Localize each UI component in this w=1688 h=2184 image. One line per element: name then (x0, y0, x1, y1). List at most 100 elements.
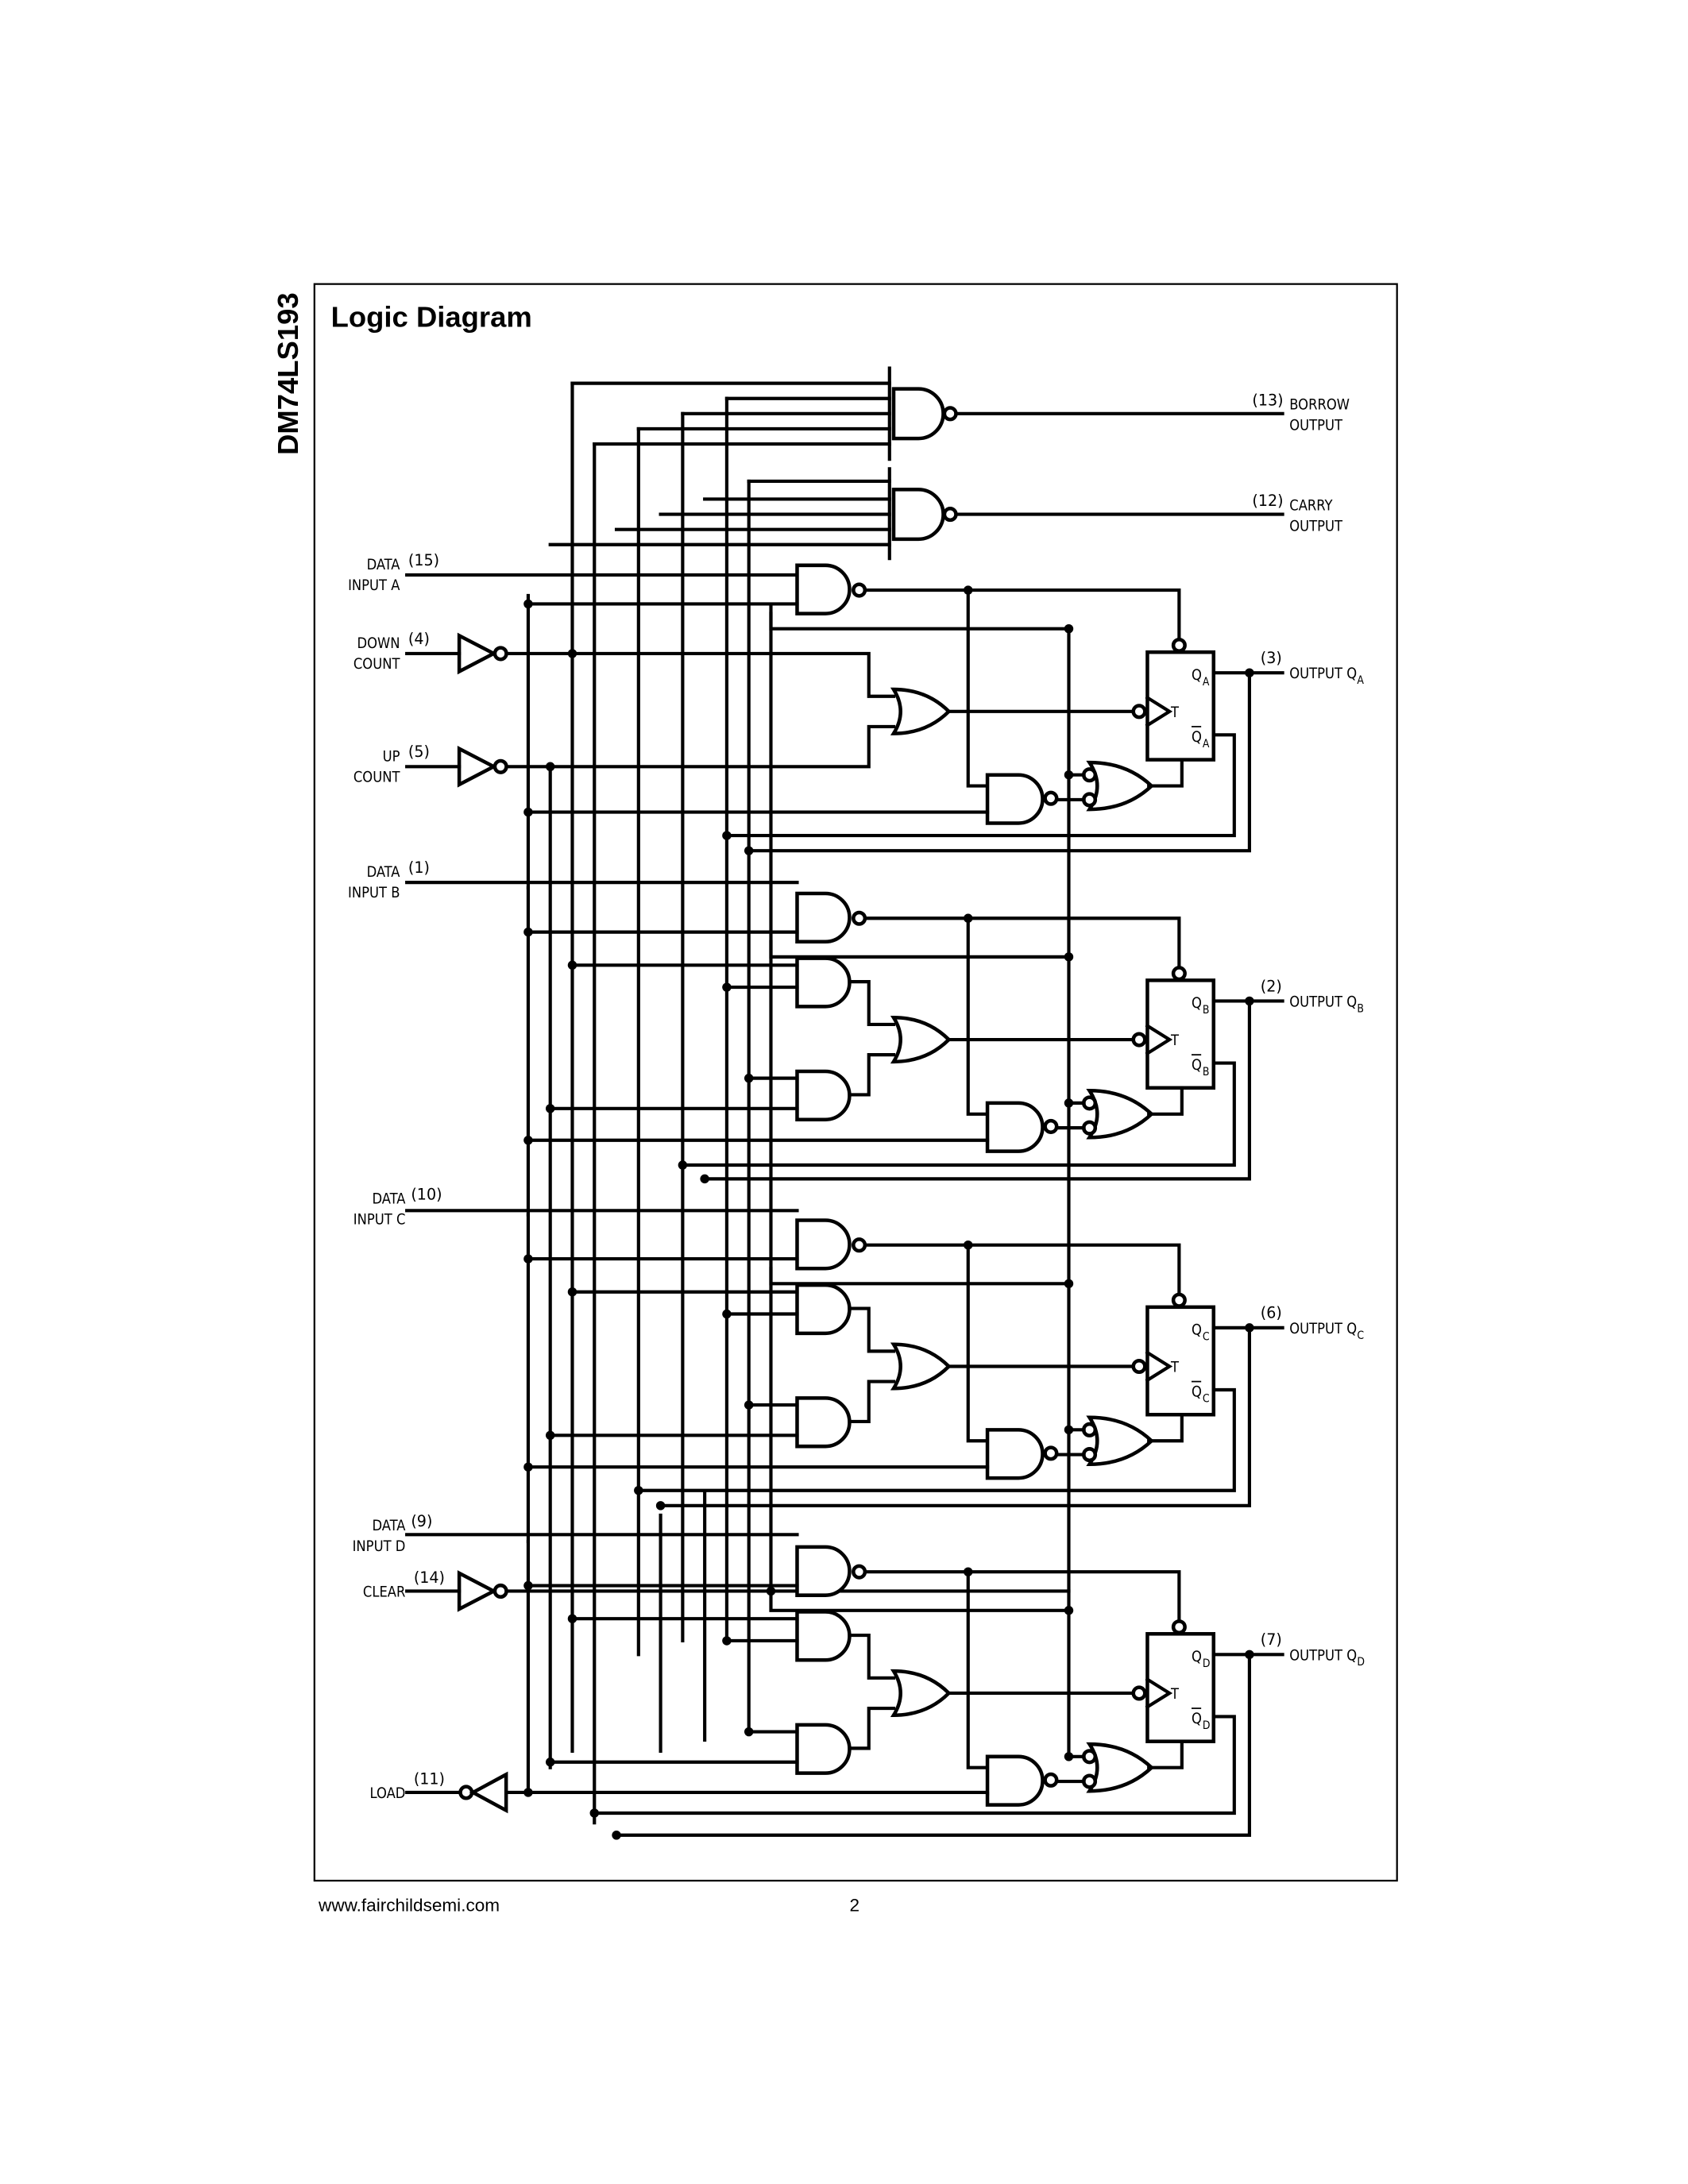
wire (703, 999, 1252, 1181)
junction-dot (523, 927, 533, 937)
junction-dot (722, 831, 732, 840)
input-label: INPUT D (353, 1538, 406, 1555)
wire (966, 1243, 990, 1443)
junction-dot (567, 1614, 577, 1623)
output-label: OUTPUT (1289, 518, 1343, 534)
junction-dot (545, 1758, 555, 1767)
inversion-bubble (942, 507, 958, 523)
output-pin-number: (13) (1252, 391, 1283, 409)
clock-triangle (1145, 695, 1173, 728)
inversion-bubble (1043, 790, 1059, 806)
output-label: OUTPUT Q (1289, 1647, 1357, 1664)
input-pin-number: (1) (408, 859, 430, 877)
clock-or-gate (890, 1015, 952, 1064)
output-pin-number: (2) (1261, 977, 1282, 995)
wire (769, 1593, 1071, 1612)
clock-triangle (1145, 1023, 1173, 1056)
output-subscript: B (1357, 1002, 1364, 1015)
clock-or-gate (890, 687, 952, 735)
reset-or-gate (1086, 760, 1154, 812)
junction-dot (744, 846, 754, 855)
clock-bubble (1131, 1358, 1147, 1375)
junction-dot (766, 1586, 776, 1596)
q-label: Q (1192, 667, 1202, 684)
junction-dot (523, 1254, 533, 1264)
inversion-bubble (492, 1583, 508, 1599)
input-label: INPUT A (348, 577, 400, 594)
t-label: T (1170, 1032, 1180, 1049)
q-subscript: D (1203, 1657, 1211, 1670)
wire (864, 1243, 1181, 1297)
wire (769, 612, 1071, 631)
input-pin-number: (15) (408, 551, 439, 569)
clock-triangle (1145, 1677, 1173, 1710)
input-pin-number: (10) (411, 1185, 442, 1203)
q-subscript: C (1203, 1330, 1210, 1343)
wire (747, 671, 1252, 853)
reset-or-gate (1086, 1742, 1154, 1793)
qbar-subscript: B (1203, 1066, 1210, 1078)
input-label: INPUT B (348, 885, 400, 901)
junction-dot (744, 1400, 754, 1410)
junction-dot (744, 1073, 754, 1083)
load-nand-gate (985, 773, 1045, 825)
input-label: COUNT (353, 769, 401, 785)
junction-dot (1064, 1425, 1074, 1435)
input-label: LOAD (370, 1785, 406, 1802)
up-and-gate (795, 1069, 852, 1121)
data-nand-gate (795, 1218, 852, 1271)
inversion-bubble (852, 1564, 867, 1580)
clock-triangle (1145, 1350, 1173, 1383)
output-pin-number: (12) (1252, 492, 1283, 510)
preset-bubble (1171, 1292, 1187, 1308)
diagram-title: Logic Diagram (331, 300, 532, 333)
q-label: Q (1192, 1649, 1202, 1665)
q-subscript: A (1203, 676, 1210, 689)
wire (966, 916, 990, 1116)
output-subscript: A (1357, 674, 1364, 687)
junction-dot (700, 1174, 709, 1184)
junction-dot (567, 1287, 577, 1297)
q-label: Q (1192, 995, 1202, 1012)
junction-dot (523, 1136, 533, 1145)
data-nand-gate (795, 563, 852, 615)
reset-or-gate (1086, 1415, 1154, 1467)
borrow-nand-gate (891, 387, 945, 441)
wire (1147, 1739, 1184, 1769)
down-and-gate (795, 956, 852, 1009)
junction-dot (1064, 1606, 1074, 1615)
wire (848, 1306, 896, 1353)
output-pin-number: (3) (1261, 649, 1282, 667)
input-pin-number: (14) (414, 1569, 445, 1587)
wire (848, 1706, 896, 1750)
output-pin-number: (7) (1261, 1630, 1282, 1649)
junction-dot (634, 1486, 643, 1495)
junction-dot (722, 1636, 732, 1646)
carry-nand-gate (891, 488, 945, 542)
inversion-bubble (852, 910, 867, 926)
wire (864, 1570, 1181, 1623)
up-and-gate (795, 1723, 852, 1775)
inversion-bubble (1043, 1772, 1059, 1788)
wire (769, 940, 1071, 959)
wire (636, 1387, 1236, 1492)
input-label: DATA (367, 864, 401, 881)
qbar-label: Q (1192, 1384, 1202, 1401)
clock-or-gate (890, 1342, 952, 1391)
junction-dot (1064, 770, 1074, 780)
wire (848, 1053, 896, 1097)
junction-dot (655, 1501, 666, 1511)
preset-bubble (1171, 637, 1187, 654)
wire (864, 916, 1181, 970)
inversion-bubble (852, 1237, 867, 1253)
up-and-gate (795, 1396, 852, 1449)
t-label: T (1170, 1686, 1180, 1703)
junction-dot (567, 649, 577, 658)
output-subscript: D (1357, 1656, 1365, 1669)
junction-dot (678, 1160, 688, 1170)
junction-dot (523, 1580, 533, 1591)
footer-url[interactable]: www.fairchildsemi.com (318, 1895, 500, 1915)
inversion-bubble (852, 582, 867, 598)
load-nand-gate (985, 1754, 1045, 1807)
